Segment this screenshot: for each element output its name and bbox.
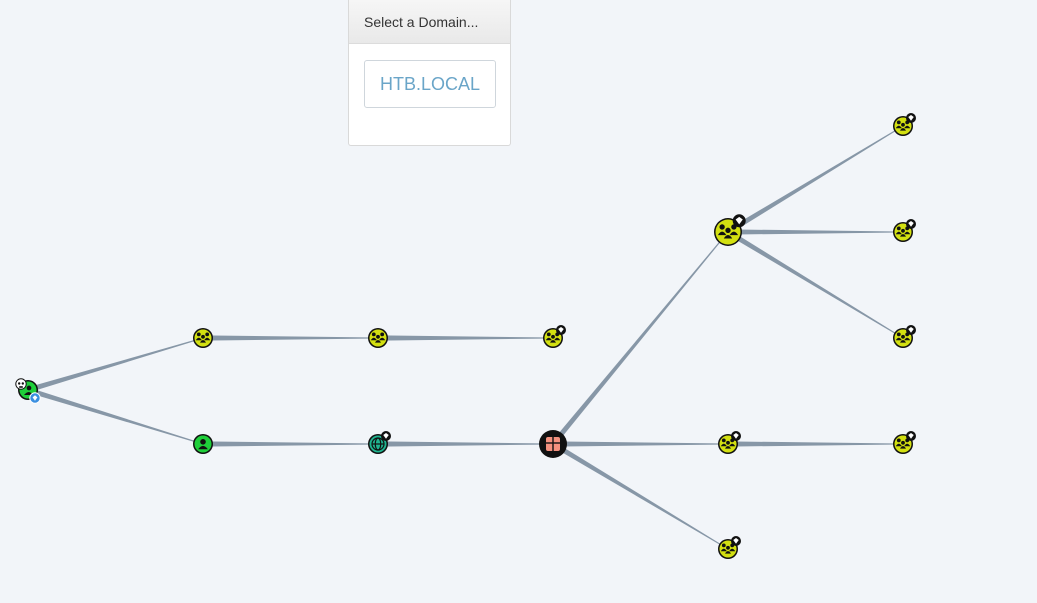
group-icon bbox=[370, 332, 386, 343]
gpo-icon bbox=[546, 437, 560, 451]
high-value-diamond-icon bbox=[29, 392, 41, 404]
tier-zero-badge-icon bbox=[381, 431, 391, 441]
group-icon bbox=[717, 224, 739, 239]
globe-icon bbox=[371, 437, 385, 451]
graph-node-group-c-mid[interactable] bbox=[718, 431, 741, 454]
graph-edge-gpo-b3-to-group-c-bot[interactable] bbox=[551, 441, 729, 550]
domain-selector-panel: Select a Domain... HTB.LOCAL bbox=[348, 0, 511, 146]
graph-node-gpo-b3[interactable] bbox=[539, 430, 567, 458]
owned-skull-icon bbox=[15, 378, 27, 390]
graph-node-start-user[interactable] bbox=[15, 378, 41, 404]
tier-zero-badge-icon bbox=[906, 431, 916, 441]
graph-edge-group-c-top-to-group-d1[interactable] bbox=[726, 125, 904, 235]
graph-node-group-c-bot[interactable] bbox=[718, 536, 741, 559]
domain-option-button[interactable]: HTB.LOCAL bbox=[364, 60, 496, 108]
graph-edge-ou-b2-to-gpo-b3[interactable] bbox=[378, 441, 553, 447]
graph-node-group-c-top[interactable] bbox=[714, 214, 746, 246]
tier-zero-badge-icon bbox=[906, 219, 916, 229]
graph-edge-group-a1-to-group-a2[interactable] bbox=[203, 335, 378, 341]
graph-node-ou-b2[interactable] bbox=[368, 431, 391, 454]
tier-zero-badge-icon bbox=[731, 431, 741, 441]
graph-edge-gpo-b3-to-group-c-mid[interactable] bbox=[553, 441, 728, 447]
graph-node-user-b1[interactable] bbox=[193, 434, 213, 454]
graph-node-group-d2[interactable] bbox=[893, 219, 916, 242]
graph-edge-start-user-to-group-a1[interactable] bbox=[27, 337, 204, 393]
graph-edge-group-c-top-to-group-d3[interactable] bbox=[726, 229, 904, 339]
graph-node-group-a1[interactable] bbox=[193, 328, 213, 348]
graph-edge-group-a2-to-group-a3[interactable] bbox=[378, 335, 553, 341]
tier-zero-badge-icon bbox=[731, 536, 741, 546]
graph-node-group-a3[interactable] bbox=[543, 325, 566, 348]
graph-nodes bbox=[15, 113, 916, 559]
group-icon bbox=[895, 226, 911, 237]
graph-edge-start-user-to-user-b1[interactable] bbox=[27, 387, 204, 445]
tier-zero-badge-icon bbox=[556, 325, 566, 335]
graph-node-group-d4[interactable] bbox=[893, 431, 916, 454]
graph-node-group-a2[interactable] bbox=[368, 328, 388, 348]
graph-edge-gpo-b3-to-group-c-top[interactable] bbox=[550, 231, 729, 446]
graph-edge-group-c-top-to-group-d2[interactable] bbox=[728, 229, 903, 235]
tier-zero-badge-icon bbox=[732, 214, 746, 228]
tier-zero-badge-icon bbox=[906, 113, 916, 123]
group-icon bbox=[545, 332, 561, 343]
tier-zero-badge-icon bbox=[906, 325, 916, 335]
group-icon bbox=[720, 543, 736, 554]
graph-node-group-d1[interactable] bbox=[893, 113, 916, 136]
user-icon bbox=[198, 439, 208, 450]
graph-node-group-d3[interactable] bbox=[893, 325, 916, 348]
group-icon bbox=[195, 332, 211, 343]
graph-edge-group-c-mid-to-group-d4[interactable] bbox=[728, 441, 903, 447]
group-icon bbox=[895, 120, 911, 131]
graph-edge-user-b1-to-ou-b2[interactable] bbox=[203, 441, 378, 447]
graph-edges bbox=[27, 125, 904, 550]
domain-selector-title: Select a Domain... bbox=[349, 0, 510, 44]
